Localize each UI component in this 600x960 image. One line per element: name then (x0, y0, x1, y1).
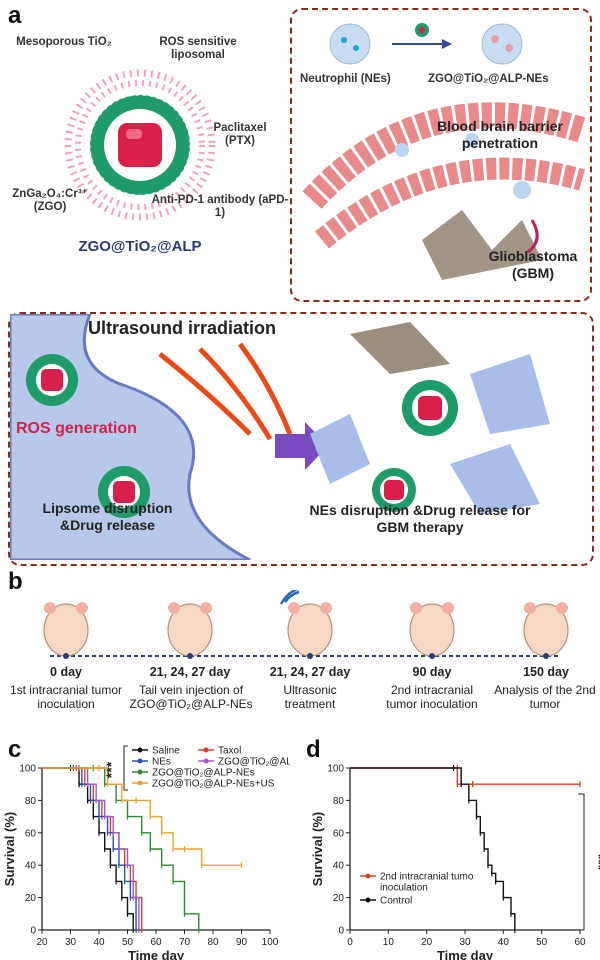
x-tick-label: 80 (207, 937, 219, 948)
series-line-2 (42, 767, 137, 930)
x-tick-label: 10 (383, 937, 395, 948)
legend-label: ZGO@TiO₂@ALP-NEs (152, 768, 255, 779)
legend-marker (137, 747, 143, 753)
timeline-day-0: 0 day (50, 665, 82, 679)
label-apd1: Anti-PD-1 antibody (aPD-1) (151, 194, 289, 219)
label-ultrasound: Ultrasound irradiation (88, 318, 277, 338)
x-tick-label: 20 (421, 937, 433, 948)
y-axis-label: Survival (%) (2, 812, 17, 886)
y-tick-label: 60 (25, 828, 37, 839)
x-tick-label: 100 (262, 937, 279, 948)
timeline-day-1: 21, 24, 27 day (149, 665, 231, 679)
label-mesoporous: Mesoporous TiO₂ (16, 36, 112, 48)
timeline-desc-3: 2nd intracranial tumor inoculation (386, 683, 478, 711)
timeline-day-4: 150 day (523, 665, 569, 679)
x-tick-label: 30 (65, 937, 77, 948)
panel-label-d: d (306, 736, 321, 763)
label-neutrophil: Neutrophil (NEs) (300, 73, 391, 85)
y-tick-label: 0 (30, 926, 36, 937)
y-tick-label: 100 (19, 764, 36, 775)
x-axis-label: Time day (128, 948, 185, 960)
y-tick-label: 20 (333, 893, 345, 904)
y-tick-label: 60 (333, 828, 345, 839)
x-tick-label: 20 (36, 937, 48, 948)
y-tick-label: 40 (25, 861, 37, 872)
legend-marker (203, 758, 209, 764)
series-line-1 (350, 767, 516, 930)
legend-label: ZGO@TiO₂@ALP (218, 757, 290, 768)
y-tick-label: 80 (25, 796, 37, 807)
label-zgo: ZnGa₂O₄:Cr³⁺ (ZGO) (12, 188, 88, 213)
construct-title: ZGO@TiO₂@ALP (78, 238, 202, 255)
y-tick-label: 40 (333, 861, 345, 872)
mechanism-illustration (10, 314, 550, 560)
significance-bracket (123, 745, 128, 791)
x-tick-label: 0 (347, 937, 353, 948)
label-ros-generation: ROS generation (16, 420, 137, 437)
legend-label: Control (380, 896, 412, 907)
timeline-illustration (43, 590, 569, 659)
legend-marker (137, 758, 143, 764)
y-tick-label: 20 (25, 893, 37, 904)
legend-label: ZGO@TiO₂@ALP-NEs+US (152, 779, 275, 790)
label-gbm: Glioblastoma (GBM) (488, 248, 578, 281)
x-tick-label: 70 (179, 937, 191, 948)
label-zgo-nes: ZGO@TiO₂@ALP-NEs (428, 73, 549, 85)
timeline-day-2: 21, 24, 27 day (269, 665, 351, 679)
bbb-illustration (302, 23, 586, 280)
x-tick-label: 50 (536, 937, 548, 948)
y-axis-label: Survival (%) (310, 812, 325, 886)
legend-label: Saline (152, 746, 180, 757)
x-tick-label: 40 (498, 937, 510, 948)
timeline-desc-0: 1st intracranial tumor inoculation (9, 683, 123, 711)
timeline-desc-2: Ultrasonic treatment (283, 683, 337, 711)
legend-marker (137, 780, 143, 786)
panel-label-a: a (8, 2, 22, 29)
bbb-panel-box (290, 8, 592, 302)
significance-bracket (578, 793, 585, 931)
x-tick-label: 60 (574, 937, 586, 948)
label-lipsome-disruption: Lipsome disruption &Drug release (42, 500, 173, 533)
significance-label: *** (591, 854, 600, 871)
panel-label-b: b (8, 568, 23, 595)
x-tick-label: 60 (150, 937, 162, 948)
legend-marker (137, 769, 143, 775)
y-tick-label: 100 (327, 764, 344, 775)
legend-label: NEs (152, 757, 171, 768)
y-tick-label: 80 (333, 796, 345, 807)
nanoparticle-illustration (64, 69, 216, 221)
legend-marker (365, 897, 371, 903)
label-nes-disruption: NEs disruption &Drug release for GBM the… (309, 502, 531, 535)
significance-label: *** (103, 761, 119, 778)
series-line-0 (350, 767, 580, 785)
x-tick-label: 50 (122, 937, 134, 948)
x-tick-label: 90 (236, 937, 248, 948)
legend-label: 2nd intracranial tumo (380, 872, 474, 883)
label-bbb: Blood brain barrier penetration (436, 118, 564, 151)
x-axis-label: Time day (437, 948, 494, 960)
label-paclitaxel: Paclitaxel (PTX) (213, 122, 267, 147)
x-tick-label: 40 (93, 937, 105, 948)
legend-marker (365, 873, 371, 879)
timeline-desc-1: Tail vein injection of ZGO@TiO₂@ALP-NEs (129, 683, 253, 711)
legend-marker (203, 747, 209, 753)
mechanism-panel-box (8, 312, 594, 566)
y-tick-label: 0 (338, 926, 344, 937)
x-tick-label: 30 (459, 937, 471, 948)
timeline-day-3: 90 day (412, 665, 452, 679)
label-ros-liposomal: ROS sensitive liposomal (159, 36, 237, 61)
panel-label-c: c (8, 736, 22, 763)
legend-label: inoculation (380, 883, 428, 894)
timeline-desc-4: Analysis of the 2nd tumor (494, 683, 596, 711)
series-line-4 (42, 767, 200, 930)
legend-label: Taxol (218, 746, 241, 757)
